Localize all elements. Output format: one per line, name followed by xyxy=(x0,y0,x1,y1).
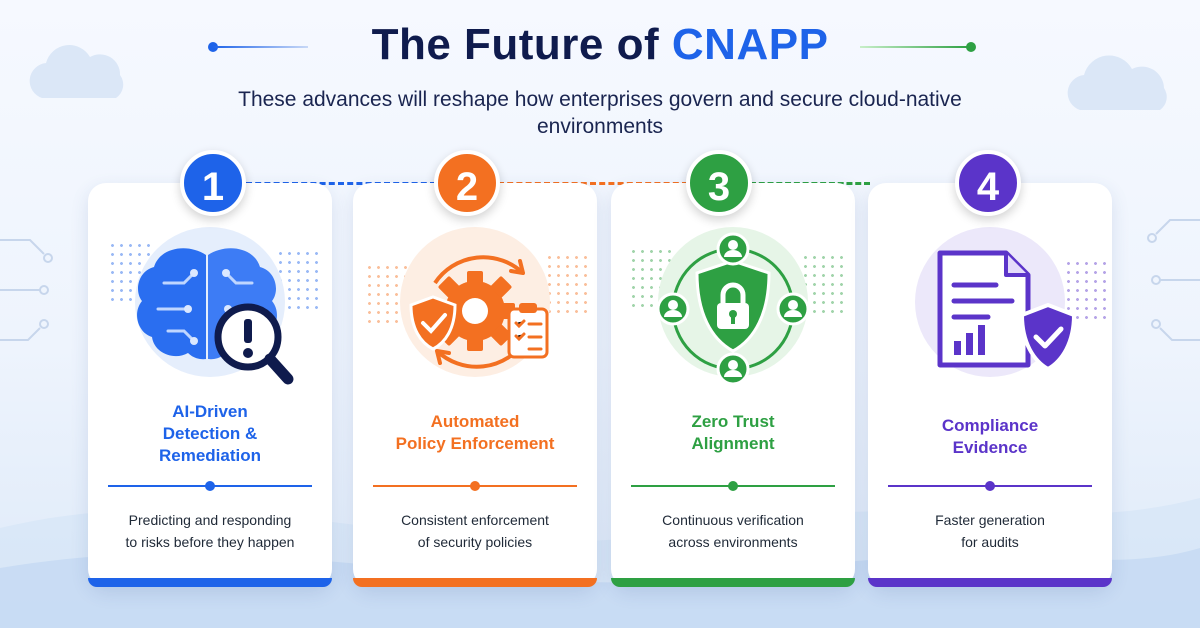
step-description-line: to risks before they happen xyxy=(125,534,295,550)
step-description: Consistent enforcement of security polic… xyxy=(367,509,583,553)
step-title-line: AI-Driven xyxy=(172,402,248,421)
circuit-right-icon xyxy=(1147,219,1200,341)
circuit-left-icon xyxy=(0,239,53,341)
step-divider xyxy=(373,481,577,491)
step-title-line: Alignment xyxy=(691,434,775,453)
brain-magnifier-alert-icon xyxy=(137,248,294,385)
cloud-left-icon xyxy=(29,45,124,98)
page-subtitle: These advances will reshape how enterpri… xyxy=(238,88,962,138)
title-decor-dot-right xyxy=(966,42,976,52)
step-description-line: for audits xyxy=(961,534,1019,550)
step-title-line: Evidence xyxy=(952,438,1028,457)
step-description-line: Consistent enforcement xyxy=(401,512,549,528)
title-accent: CNAPP xyxy=(671,20,829,69)
connector-1-2 xyxy=(246,182,436,185)
step-number-badge-4: 4 xyxy=(955,150,1021,216)
step-description-line: Continuous verification xyxy=(662,512,804,528)
step-title: Automated Policy Enforcement xyxy=(363,411,587,455)
gear-cycle-shield-checklist-icon xyxy=(409,255,549,369)
title-decor-line-left xyxy=(212,46,308,48)
step-divider xyxy=(631,481,835,491)
step-title: Zero Trust Alignment xyxy=(621,411,845,455)
step-description-line: across environments xyxy=(668,534,798,550)
step-title-line: Remediation xyxy=(158,446,262,465)
card-accent-bar xyxy=(868,578,1112,587)
step-number-badge-1: 1 xyxy=(180,150,246,216)
step-title-line: Zero Trust xyxy=(691,412,775,431)
step-description: Faster generation for audits xyxy=(882,509,1098,553)
step-title-line: Compliance xyxy=(941,416,1039,435)
step-card-1: AI-Driven Detection & Remediation Predic… xyxy=(88,183,332,587)
cloud-right-icon xyxy=(1067,55,1167,110)
step-title: AI-Driven Detection & Remediation xyxy=(98,401,322,467)
document-shield-check-icon xyxy=(937,250,1077,372)
step-card-4: Compliance Evidence Faster generation fo… xyxy=(868,183,1112,587)
step-divider xyxy=(888,481,1092,491)
step-description-line: Faster generation xyxy=(935,512,1045,528)
page-title: The Future of CNAPP xyxy=(0,20,1200,70)
card-accent-bar xyxy=(88,578,332,587)
step-title-line: Detection & xyxy=(162,424,258,443)
step-description-line: Predicting and responding xyxy=(128,512,292,528)
step-description: Continuous verification across environme… xyxy=(625,509,841,553)
connector-2-3 xyxy=(498,182,688,185)
dot-pattern xyxy=(1064,259,1108,319)
lock-shield-users-icon xyxy=(656,232,810,386)
card-accent-bar xyxy=(611,578,855,587)
step-description-line: of security policies xyxy=(417,534,533,550)
step-title-line: Automated xyxy=(430,412,520,431)
step-divider xyxy=(108,481,312,491)
dot-pattern xyxy=(545,253,589,313)
step-description: Predicting and responding to risks befor… xyxy=(102,509,318,553)
title-decor-line-right xyxy=(860,46,970,48)
step-title: Compliance Evidence xyxy=(878,415,1102,459)
step-number-badge-2: 2 xyxy=(434,150,500,216)
step-card-3: Zero Trust Alignment Continuous verifica… xyxy=(611,183,855,587)
step-title-line: Policy Enforcement xyxy=(395,434,555,453)
title-prefix: The Future of xyxy=(371,20,672,69)
step-number-badge-3: 3 xyxy=(686,150,752,216)
card-accent-bar xyxy=(353,578,597,587)
step-card-2: Automated Policy Enforcement Consistent … xyxy=(353,183,597,587)
